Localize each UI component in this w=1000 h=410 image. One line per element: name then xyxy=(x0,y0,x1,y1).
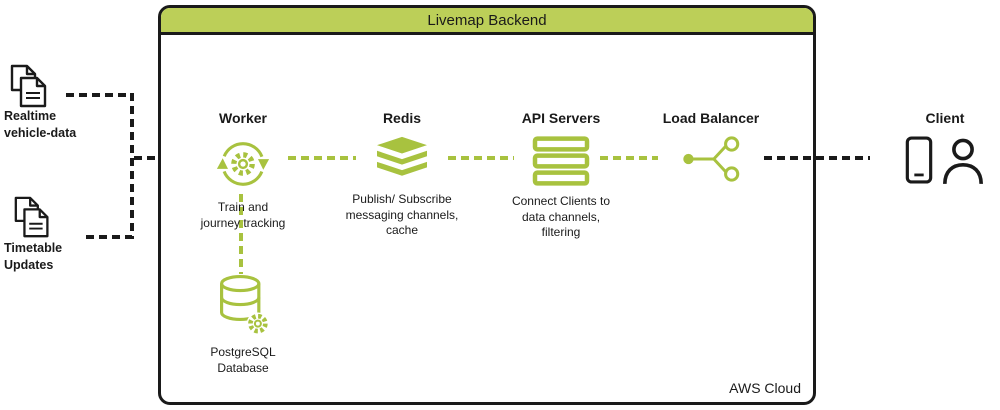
source-label-timetable-updates: Timetable Updates xyxy=(4,241,63,272)
node-redis: Redis Publish/ Subscribe messaging chann… xyxy=(327,110,477,239)
connector-redis-api xyxy=(448,156,514,160)
database-gear-icon xyxy=(216,272,270,338)
documents-icon xyxy=(12,196,56,240)
layer-stack-icon xyxy=(372,135,432,185)
redis-subtitle: Publish/ Subscribe messaging channels, c… xyxy=(345,192,459,238)
connector-timetable-to-junction xyxy=(86,235,132,239)
documents-icon xyxy=(8,64,54,110)
share-branch-icon xyxy=(680,135,742,183)
node-api-servers: API Servers Connect Clients to data chan… xyxy=(486,110,636,241)
node-worker: Worker Train and journey tracking xyxy=(168,110,318,231)
connector-junction-vertical xyxy=(130,93,134,239)
node-load-balancer: Load Balancer xyxy=(636,110,786,183)
connector-worker-redis xyxy=(288,156,356,160)
load-balancer-title: Load Balancer xyxy=(662,110,760,126)
backend-title-bar: Livemap Backend xyxy=(161,8,813,35)
client-icons xyxy=(905,135,985,185)
livemap-backend-box: Livemap Backend AWS Cloud xyxy=(158,5,816,405)
connector-api-loadbalancer xyxy=(600,156,658,160)
node-postgresql: PostgreSQL Database xyxy=(178,272,308,376)
sync-gear-icon xyxy=(214,135,272,193)
api-servers-title: API Servers xyxy=(521,110,601,126)
person-icon xyxy=(941,135,985,185)
client-title: Client xyxy=(925,110,965,126)
worker-title: Worker xyxy=(219,110,267,126)
server-stack-icon xyxy=(532,135,590,187)
connector-realtime-to-junction xyxy=(66,93,132,97)
redis-title: Redis xyxy=(382,110,422,126)
aws-cloud-label: AWS Cloud xyxy=(729,380,801,396)
connector-loadbalancer-client xyxy=(764,156,870,160)
api-servers-subtitle: Connect Clients to data channels, filter… xyxy=(511,194,611,240)
worker-subtitle: Train and journey tracking xyxy=(200,200,286,230)
smartphone-icon xyxy=(905,135,933,185)
source-label-realtime-vehicle-data: Realtime vehicle-data xyxy=(4,109,77,140)
connector-worker-postgresql xyxy=(239,194,243,274)
node-client: Client xyxy=(883,110,1000,185)
postgresql-label: PostgreSQL Database xyxy=(210,345,276,375)
